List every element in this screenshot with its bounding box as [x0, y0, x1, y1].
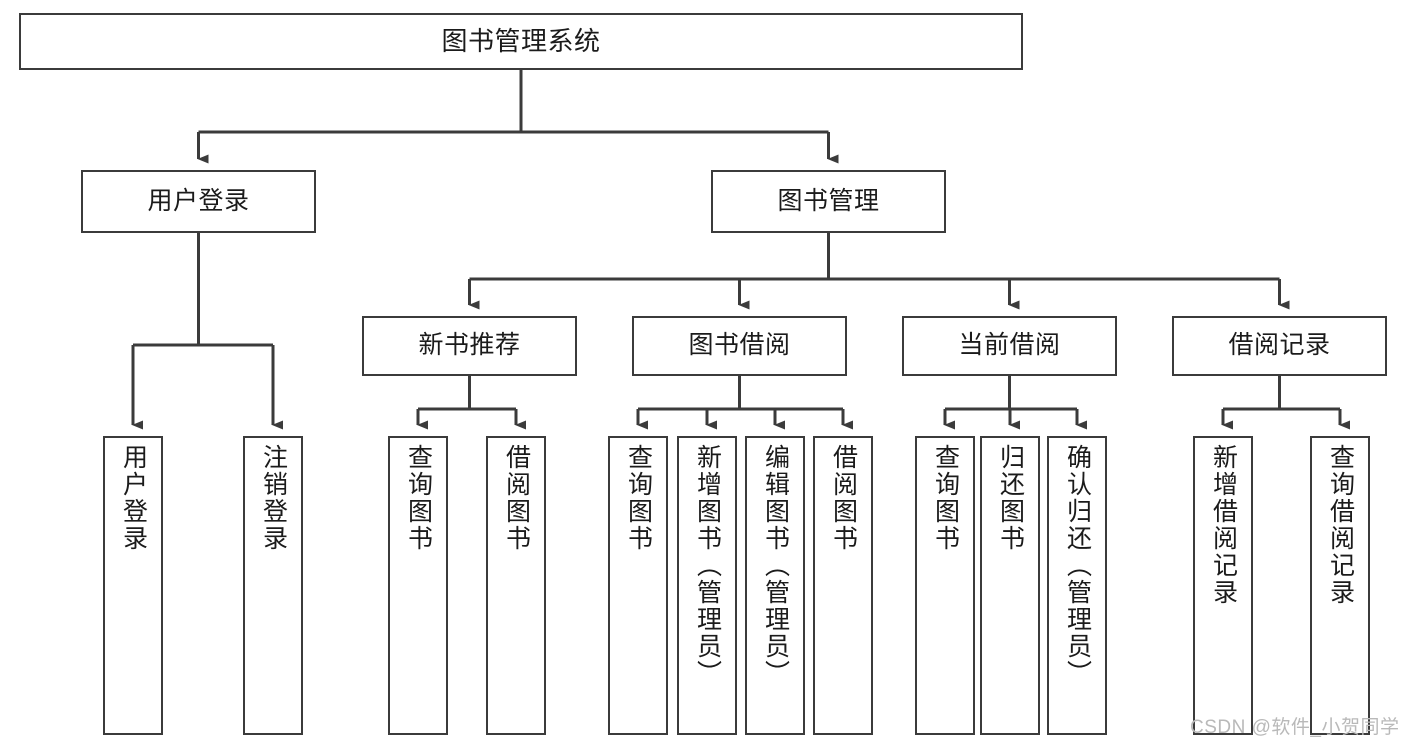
node-leaf-query-book-1[interactable]: 查询图书	[388, 436, 448, 735]
node-label: 确认归还（管理员）	[1063, 444, 1092, 687]
node-label: 当前借阅	[958, 331, 1061, 360]
node-label: 查询图书	[404, 444, 433, 552]
csdn-watermark: CSDN @软件_小贺同学	[1190, 717, 1400, 738]
node-label: 借阅图书	[829, 444, 858, 552]
node-current-borrow[interactable]: 当前借阅	[902, 316, 1117, 376]
node-leaf-user-login[interactable]: 用户登录	[103, 436, 163, 735]
node-label: 新书推荐	[418, 331, 521, 360]
node-leaf-query-book-2[interactable]: 查询图书	[608, 436, 668, 735]
node-label: 归还图书	[996, 444, 1025, 552]
node-leaf-return-book[interactable]: 归还图书	[980, 436, 1040, 735]
node-label: 图书借阅	[688, 331, 791, 360]
node-label: 借阅图书	[502, 444, 531, 552]
node-leaf-add-record[interactable]: 新增借阅记录	[1193, 436, 1253, 735]
node-book-borrow[interactable]: 图书借阅	[632, 316, 847, 376]
node-label: 用户登录	[147, 186, 250, 215]
node-label: 用户登录	[119, 444, 148, 552]
node-leaf-borrow-book-1[interactable]: 借阅图书	[486, 436, 546, 735]
node-label: 新增借阅记录	[1209, 444, 1238, 606]
node-label: 图书管理	[777, 186, 880, 215]
node-root[interactable]: 图书管理系统	[19, 13, 1023, 70]
node-leaf-add-book[interactable]: 新增图书（管理员）	[677, 436, 737, 735]
node-leaf-edit-book[interactable]: 编辑图书（管理员）	[745, 436, 805, 735]
node-label: 新增图书（管理员）	[693, 444, 722, 687]
node-borrow-record[interactable]: 借阅记录	[1172, 316, 1387, 376]
node-book-manage[interactable]: 图书管理	[711, 170, 946, 233]
node-leaf-confirm-return[interactable]: 确认归还（管理员）	[1047, 436, 1107, 735]
node-leaf-borrow-book-2[interactable]: 借阅图书	[813, 436, 873, 735]
node-user-login[interactable]: 用户登录	[81, 170, 316, 233]
node-leaf-query-book-3[interactable]: 查询图书	[915, 436, 975, 735]
node-label: 注销登录	[259, 444, 288, 552]
node-leaf-query-record[interactable]: 查询借阅记录	[1310, 436, 1370, 735]
node-label: 查询图书	[624, 444, 653, 552]
node-leaf-user-logout[interactable]: 注销登录	[243, 436, 303, 735]
node-label: 编辑图书（管理员）	[761, 444, 790, 687]
node-new-book-rec[interactable]: 新书推荐	[362, 316, 577, 376]
node-label: 查询图书	[931, 444, 960, 552]
node-label: 查询借阅记录	[1326, 444, 1355, 606]
node-label: 图书管理系统	[441, 26, 601, 57]
node-label: 借阅记录	[1228, 331, 1331, 360]
